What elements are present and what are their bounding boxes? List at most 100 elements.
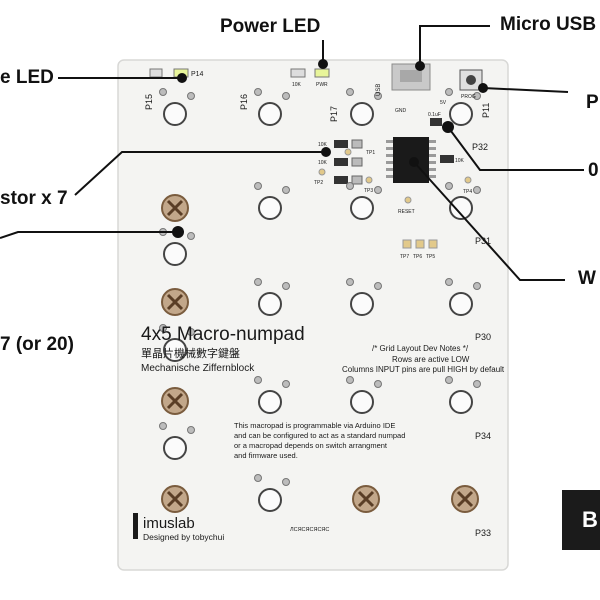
switch-solder-pad bbox=[374, 92, 382, 100]
caps-row-label: ЛСЯСЯСЯСЯС bbox=[290, 527, 329, 533]
switch-solder-pad bbox=[282, 282, 290, 290]
callout-line-switch bbox=[0, 231, 178, 239]
pin-label-p32: P32 bbox=[472, 142, 488, 152]
switch-led-hole bbox=[258, 292, 282, 316]
switch-led-hole bbox=[449, 102, 473, 126]
switch-solder-pad bbox=[374, 282, 382, 290]
callout-key-count: 7 (or 20) bbox=[0, 334, 74, 355]
power-led bbox=[314, 68, 330, 78]
notes-header: /* Grid Layout Dev Notes */ bbox=[372, 344, 469, 353]
switch-led-hole bbox=[163, 338, 187, 362]
switch-solder-pad bbox=[346, 376, 354, 384]
brand-bar bbox=[133, 513, 138, 539]
switch-solder-pad bbox=[374, 186, 382, 194]
switch-led-hole bbox=[350, 102, 374, 126]
switch-solder-pad bbox=[282, 380, 290, 388]
callout-resistors: stor x 7 bbox=[0, 188, 68, 209]
test-pads bbox=[318, 148, 472, 249]
switch-solder-pad bbox=[159, 324, 167, 332]
board-title: 4x5 Macro-numpad bbox=[141, 324, 305, 345]
label-cap: 0.1uF bbox=[428, 112, 441, 118]
callout-line-micro-usb bbox=[419, 25, 490, 66]
resistor-3 bbox=[334, 176, 348, 184]
notes-line-2: Columns INPUT pins are pull HIGH by defa… bbox=[342, 365, 505, 374]
callout-capacitor: 0 bbox=[588, 160, 599, 181]
pcb-board bbox=[117, 59, 509, 571]
callout-power-led: Power LED bbox=[220, 16, 321, 37]
switch-led-hole bbox=[163, 436, 187, 460]
callout-line-resistors bbox=[74, 151, 326, 196]
switch-solder-pad bbox=[282, 92, 290, 100]
switch-solder-pad bbox=[254, 474, 262, 482]
switch-solder-pad bbox=[473, 282, 481, 290]
switch-led-hole bbox=[350, 196, 374, 220]
switch-led-hole bbox=[258, 102, 282, 126]
micro-usb-port bbox=[400, 70, 422, 82]
label-prog: PROG bbox=[461, 94, 476, 100]
callout-prog: P bbox=[586, 92, 599, 113]
resistor-2 bbox=[334, 158, 348, 166]
designer-credit: Designed by tobychui bbox=[143, 532, 224, 542]
notes-line-1: Rows are active LOW bbox=[392, 355, 470, 364]
switch-led-hole bbox=[449, 390, 473, 414]
callout-line-chip bbox=[413, 161, 565, 281]
switch-solder-pad bbox=[473, 380, 481, 388]
switch-led-hole bbox=[449, 292, 473, 316]
switch-solder-pad bbox=[445, 182, 453, 190]
callout-chip: W bbox=[578, 268, 596, 289]
switch-solder-pad bbox=[445, 278, 453, 286]
callout-line-prog bbox=[482, 87, 569, 93]
switch-led-hole bbox=[258, 196, 282, 220]
label-tp5: TP5 bbox=[426, 254, 435, 260]
label-10k-b: 10K bbox=[318, 142, 328, 148]
pin-label-p34: P34 bbox=[475, 431, 491, 441]
switch-solder-pad bbox=[254, 182, 262, 190]
label-usb: USB bbox=[376, 84, 382, 96]
capacitor bbox=[430, 118, 442, 126]
switch-solder-pad bbox=[254, 88, 262, 96]
switch-led-hole bbox=[350, 390, 374, 414]
switch-solder-pad bbox=[187, 328, 195, 336]
desc-line-1: This macropad is programmable via Arduin… bbox=[234, 421, 395, 430]
resistor-pad-1 bbox=[351, 139, 363, 149]
label-tp2: TP2 bbox=[314, 180, 323, 186]
label-10k-d: 10K bbox=[455, 158, 465, 164]
label-tp7: TP7 bbox=[400, 254, 409, 260]
switch-led-hole bbox=[258, 488, 282, 512]
switch-solder-pad bbox=[159, 422, 167, 430]
switch-solder-pad bbox=[254, 278, 262, 286]
resistor-1 bbox=[334, 140, 348, 148]
smd-led-a bbox=[149, 68, 163, 78]
callout-line-capacitor bbox=[447, 126, 584, 171]
label-10k-c: 10K bbox=[318, 160, 328, 166]
callout-dots bbox=[172, 59, 488, 238]
label-reset: RESET bbox=[398, 209, 415, 215]
label-tp6: TP6 bbox=[413, 254, 422, 260]
switch-solder-pad bbox=[473, 186, 481, 194]
desc-line-2: and can be configured to act as a standa… bbox=[234, 431, 405, 440]
switch-solder-pad bbox=[346, 88, 354, 96]
pin-label-p16: P16 bbox=[239, 94, 249, 110]
label-10k-a: 10K bbox=[292, 82, 302, 88]
switch-solder-pad bbox=[282, 186, 290, 194]
board-subtitle-cn: 單晶片機械數字鍵盤 bbox=[141, 346, 240, 360]
switch-solder-pad bbox=[374, 380, 382, 388]
chip-pins bbox=[386, 140, 436, 178]
label-tp4: TP4 bbox=[463, 189, 472, 195]
key-switch-grid bbox=[159, 88, 481, 512]
prog-button-cap bbox=[466, 75, 476, 85]
label-tp1: TP1 bbox=[366, 150, 375, 156]
switch-solder-pad bbox=[187, 426, 195, 434]
switch-solder-pad bbox=[473, 92, 481, 100]
pin-label-p15: P15 bbox=[144, 94, 154, 110]
mounting-screws bbox=[161, 194, 479, 513]
switch-led-hole bbox=[258, 390, 282, 414]
switch-solder-pad bbox=[187, 232, 195, 240]
switch-solder-pad bbox=[254, 376, 262, 384]
pin-label-p11: P11 bbox=[481, 103, 491, 118]
callout-micro-usb: Micro USB bbox=[500, 14, 597, 35]
label-tp3: TP3 bbox=[364, 188, 373, 194]
pin-label-p30: P30 bbox=[475, 332, 491, 342]
desc-line-4: and firmware used. bbox=[234, 451, 298, 460]
